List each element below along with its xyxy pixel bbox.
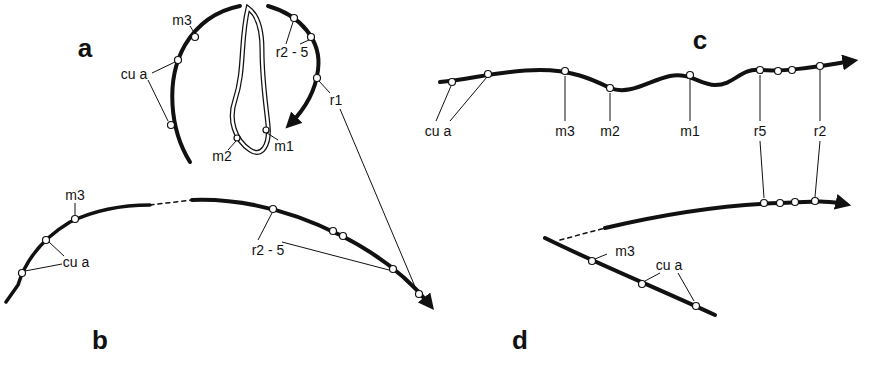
vein-label: m2 — [212, 149, 231, 163]
vein-label: cu a — [63, 255, 89, 269]
vein-label: m3 — [172, 13, 191, 27]
vein-label: m3 — [65, 188, 84, 202]
panel-letter: a — [78, 35, 92, 61]
vein-label: r5 — [754, 124, 766, 138]
vein-label: cu a — [121, 67, 147, 81]
vein-nodules — [19, 15, 824, 310]
vein-label: r2 - 5 — [252, 243, 285, 257]
vein-label: m3 — [555, 124, 574, 138]
vein-label: m1 — [680, 124, 699, 138]
vein-label: cu a — [425, 124, 451, 138]
vein-label: r2 - 5 — [276, 45, 309, 59]
leader-lines — [25, 22, 820, 301]
panel-letter: c — [693, 27, 707, 53]
panel-letter: b — [92, 327, 108, 353]
vein-label: m3 — [615, 244, 634, 258]
vein-lines — [6, 6, 852, 315]
vein-label: r2 — [814, 124, 826, 138]
panel-letter: d — [512, 327, 528, 353]
vein-label: cu a — [656, 258, 682, 272]
vein-label: m1 — [274, 139, 293, 153]
vein-label: r1 — [330, 93, 342, 107]
vein-label: m2 — [600, 124, 619, 138]
